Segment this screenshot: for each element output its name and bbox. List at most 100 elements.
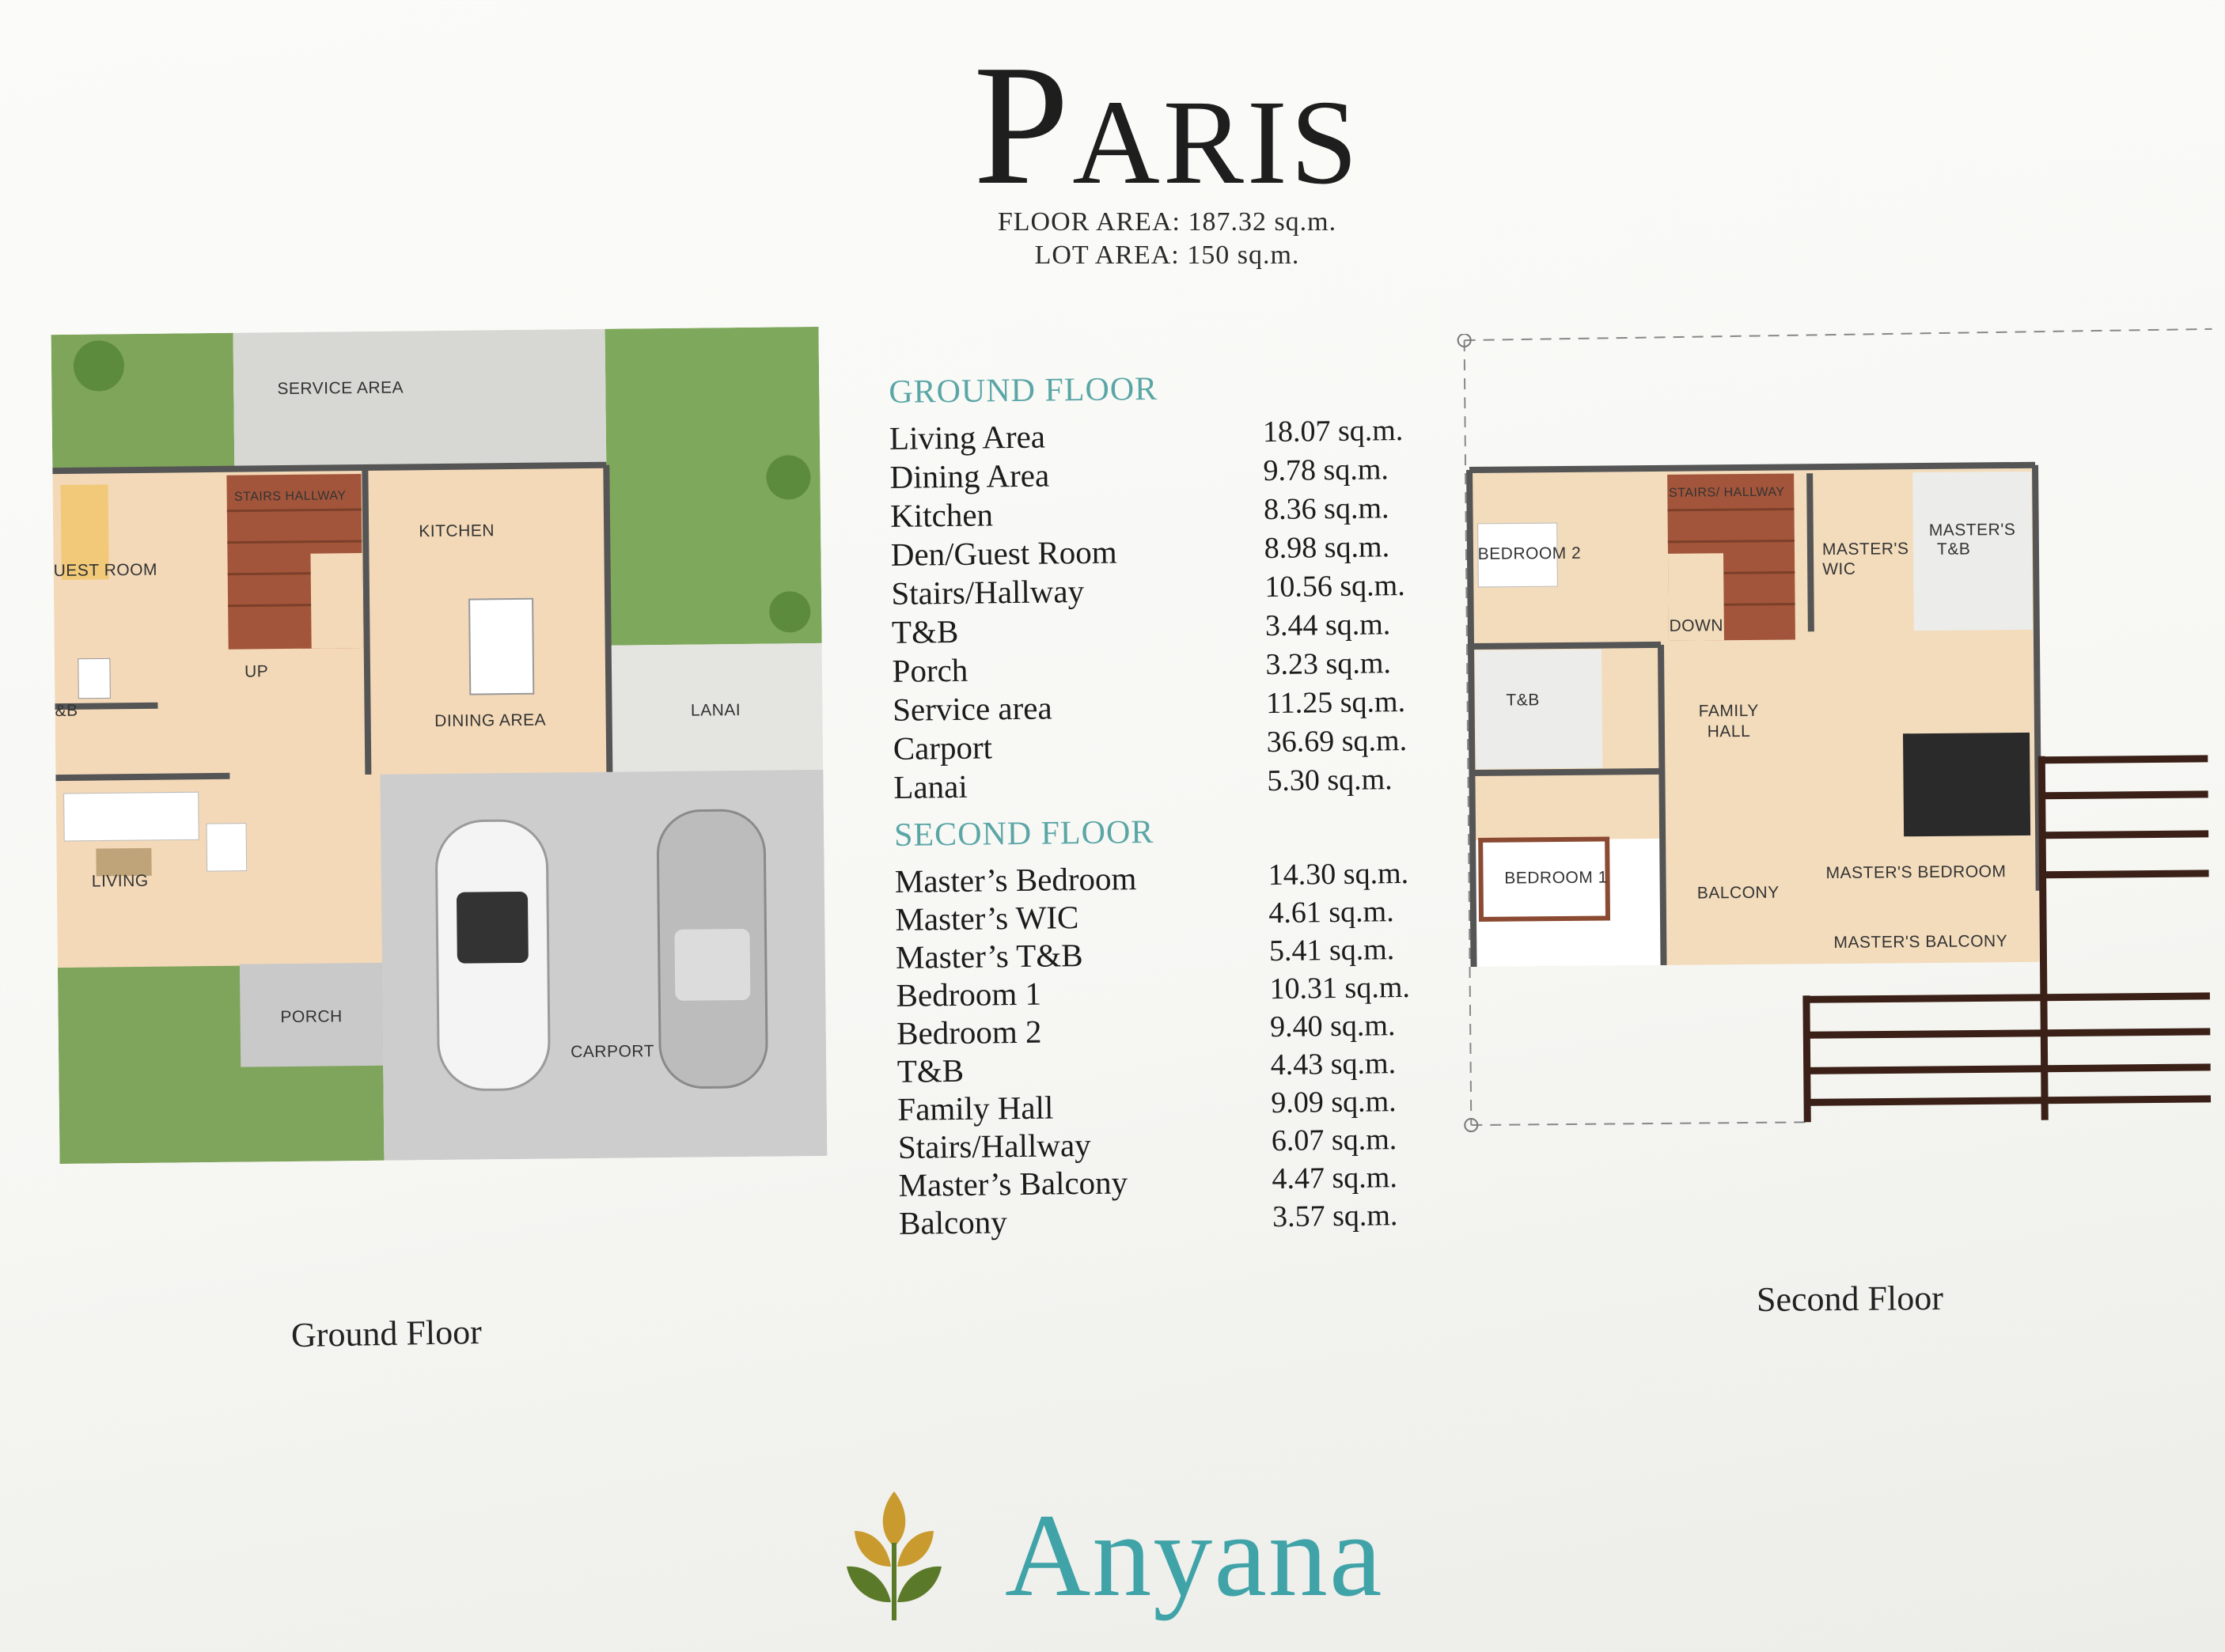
area-row-value: 4.43 sq.m.: [1270, 1047, 1397, 1082]
area-row: Bedroom 1 10.31 sq.m.: [896, 969, 1442, 1014]
area-row: Master’s Bedroom 14.30 sq.m.: [894, 855, 1442, 900]
label-dining-area: DINING AREA: [434, 711, 546, 730]
label-masters-tb-2: T&B: [1937, 540, 1971, 559]
area-row-name: Bedroom 2: [896, 1013, 1042, 1051]
area-row-value: 6.07 sq.m.: [1271, 1123, 1397, 1158]
label-carport: CARPORT: [570, 1042, 654, 1061]
area-row: Balcony 3.57 sq.m.: [898, 1197, 1446, 1241]
area-row-name: Dining Area: [889, 457, 1050, 495]
area-row-name: Kitchen: [889, 496, 994, 534]
area-row-name: Den/Guest Room: [890, 533, 1117, 573]
label-up: UP: [244, 662, 268, 680]
page-title: Paris: [973, 30, 1361, 221]
area-row-value: 4.61 sq.m.: [1268, 895, 1394, 930]
master-bed-icon: [1902, 732, 2031, 837]
area-row: Kitchen 8.36 sq.m.: [889, 490, 1437, 534]
area-row-value: 18.07 sq.m.: [1262, 414, 1404, 449]
label-masters-tb-1: MASTER'S: [1929, 521, 2016, 540]
label-porch: PORCH: [280, 1007, 343, 1026]
lot-area-text: LOT AREA: 150 sq.m.: [1034, 241, 1300, 270]
label-service-area: SERVICE AREA: [277, 378, 404, 398]
lanai: [608, 642, 824, 796]
area-row-name: Bedroom 1: [896, 975, 1042, 1014]
ground-floor-caption: Ground Floor: [290, 1312, 483, 1355]
area-row-value: 8.98 sq.m.: [1264, 530, 1390, 566]
tb-room: [1475, 649, 1603, 769]
area-row-value: 14.30 sq.m.: [1268, 856, 1409, 892]
second-floor-caption: Second Floor: [1756, 1278, 1944, 1320]
area-row-value: 10.56 sq.m.: [1264, 568, 1405, 604]
area-row: Dining Area 9.78 sq.m.: [889, 452, 1436, 495]
area-row-name: Master’s Bedroom: [894, 860, 1137, 900]
area-row-name: Stairs/Hallway: [891, 572, 1085, 612]
area-row-value: 8.36 sq.m.: [1263, 491, 1389, 527]
ground-floor-plan: SERVICE AREA STAIRS HALLWAY KITCHEN UEST…: [51, 326, 828, 1165]
area-row: Stairs/Hallway 6.07 sq.m.: [897, 1121, 1445, 1165]
area-row-value: 3.57 sq.m.: [1272, 1199, 1398, 1234]
area-row-name: Porch: [892, 651, 968, 689]
area-row-value: 36.69 sq.m.: [1266, 723, 1408, 760]
label-lanai: LANAI: [691, 701, 741, 720]
area-row-name: Balcony: [898, 1203, 1008, 1241]
area-row-value: 4.47 sq.m.: [1272, 1161, 1398, 1196]
bedroom2-bed-icon: [1477, 522, 1558, 588]
service-area: [233, 328, 607, 468]
label-bedroom1: BEDROOM 1: [1504, 869, 1608, 888]
label-balcony: BALCONY: [1697, 884, 1780, 903]
area-row: Service area 11.25 sq.m.: [892, 684, 1439, 728]
area-row-value: 9.40 sq.m.: [1269, 1009, 1396, 1044]
brand-name: Anyana: [1005, 1490, 1384, 1621]
area-row-name: Master’s WIC: [895, 899, 1079, 938]
label-guest-room: UEST ROOM: [54, 561, 158, 580]
ground-floor-heading: GROUND FLOOR: [889, 370, 1158, 411]
area-row-name: Master’s Balcony: [898, 1164, 1128, 1203]
label-masters-bedroom: MASTER'S BEDROOM: [1825, 862, 2006, 882]
label-masters-wic-1: MASTER'S: [1822, 540, 1909, 559]
area-row-name: T&B: [891, 612, 959, 650]
car-silver-icon: [656, 809, 768, 1089]
area-row-value: 10.31 sq.m.: [1269, 970, 1411, 1006]
area-row-name: Carport: [893, 729, 993, 767]
lawn-top-right: [605, 326, 822, 646]
label-kitchen: KITCHEN: [419, 521, 495, 540]
label-family-hall-2: HALL: [1708, 722, 1751, 741]
second-floor-plan: BEDROOM 2 STAIRS/ HALLWAY DOWN MASTER'S …: [1457, 328, 2212, 1133]
label-family-hall-1: FAMILY: [1699, 702, 1759, 721]
area-row-value: 9.09 sq.m.: [1271, 1085, 1397, 1120]
area-row-value: 9.78 sq.m.: [1263, 453, 1389, 488]
area-row: Den/Guest Room 8.98 sq.m.: [890, 529, 1438, 573]
area-row: Master’s Balcony 4.47 sq.m.: [898, 1159, 1445, 1203]
area-row-name: Service area: [892, 689, 1052, 728]
bedroom1-bed-icon: [1478, 836, 1611, 922]
label-tb-second: T&B: [1506, 691, 1540, 709]
area-row: T&B 4.43 sq.m.: [896, 1045, 1443, 1089]
leaf-sprig-icon: [847, 1491, 942, 1620]
area-row: Stairs/Hallway 10.56 sq.m.: [891, 567, 1438, 612]
second-floor-heading: SECOND FLOOR: [893, 813, 1154, 854]
area-row-value: 3.44 sq.m.: [1264, 608, 1391, 643]
area-row: Family Hall 9.09 sq.m.: [897, 1083, 1444, 1127]
floor-area-text: FLOOR AREA: 187.32 sq.m.: [997, 207, 1337, 237]
area-row-name: Stairs/Hallway: [897, 1126, 1091, 1165]
area-row-value: 3.23 sq.m.: [1265, 646, 1392, 682]
label-down: DOWN: [1669, 616, 1723, 635]
area-row: Lanai 5.30 sq.m.: [893, 761, 1440, 805]
label-masters-balcony: MASTER'S BALCONY: [1833, 932, 2007, 952]
area-row-name: Master’s T&B: [895, 936, 1083, 976]
area-row-name: Lanai: [893, 767, 968, 805]
porch: [239, 962, 384, 1067]
label-living: LIVING: [92, 872, 149, 891]
area-row-name: T&B: [896, 1051, 965, 1089]
car-white-icon: [435, 819, 551, 1091]
area-row-value: 11.25 sq.m.: [1265, 684, 1406, 721]
area-row-name: Family Hall: [897, 1089, 1054, 1127]
area-row-value: 5.30 sq.m.: [1267, 763, 1393, 798]
area-row: Master’s WIC 4.61 sq.m.: [895, 893, 1442, 938]
label-masters-wic-2: WIC: [1822, 560, 1856, 578]
label-tb: &B: [55, 702, 78, 720]
area-row: Carport 36.69 sq.m.: [893, 722, 1439, 767]
